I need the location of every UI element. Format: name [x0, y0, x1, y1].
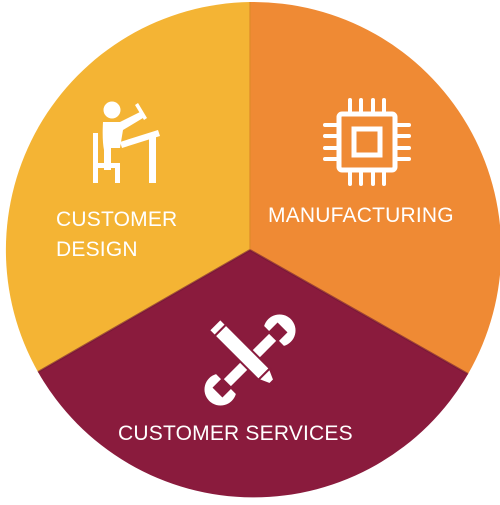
segment-manufacturing: [250, 1, 500, 374]
customer-design-label-line-2: DESIGN: [56, 238, 138, 261]
person-at-drafting-desk-icon: [93, 101, 160, 183]
separator-right: [249, 249, 469, 375]
wrench-and-pencil-icon: [204, 314, 296, 406]
customer-services-label: CUSTOMER SERVICES: [118, 422, 353, 445]
manufacturing-label: MANUFACTURING: [268, 204, 454, 227]
microchip-icon: [323, 98, 411, 186]
separator-left: [37, 249, 251, 373]
customer-design-label: CUSTOMER DESIGN: [56, 205, 177, 265]
customer-design-label-line-1: CUSTOMER: [56, 208, 178, 231]
segment-customer-design: [5, 2, 251, 372]
